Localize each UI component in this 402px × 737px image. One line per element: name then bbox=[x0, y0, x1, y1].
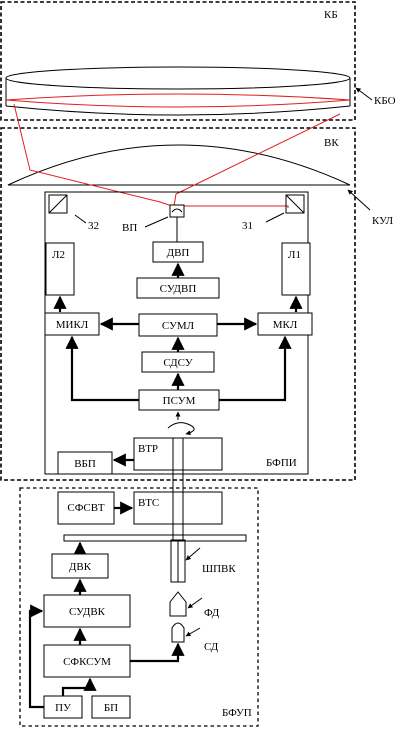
suml-block: СУМЛ bbox=[138, 313, 218, 337]
svg-text:МИКЛ: МИКЛ bbox=[56, 319, 89, 331]
base-plate bbox=[63, 534, 247, 542]
vbp-block: ВБП bbox=[57, 451, 113, 475]
svg-text:ДВП: ДВП bbox=[167, 247, 190, 259]
kb-region bbox=[0, 1, 356, 121]
svg-text:Л1: Л1 bbox=[288, 249, 301, 261]
sudvk-block: СУДВК bbox=[43, 594, 131, 628]
l2-block: Л2 bbox=[45, 242, 75, 296]
vp-mirror bbox=[169, 204, 185, 242]
laser-path-2 bbox=[173, 113, 341, 207]
kul-label: КУЛ bbox=[372, 215, 394, 227]
pu-block: ПУ bbox=[43, 695, 83, 719]
sudvp-block: СУДВП bbox=[136, 277, 220, 299]
vk-region bbox=[0, 127, 356, 481]
svg-text:Л2: Л2 bbox=[52, 249, 65, 261]
bfup-label: БФУП bbox=[222, 707, 252, 719]
svg-text:ВБП: ВБП bbox=[74, 458, 96, 470]
kul-pointer bbox=[347, 189, 371, 211]
sdsu-block: СДСУ bbox=[141, 351, 215, 373]
fd-label: ФД bbox=[204, 607, 220, 619]
dvp-block: ДВП bbox=[152, 241, 204, 263]
svg-text:БП: БП bbox=[104, 702, 118, 714]
svg-text:ДВК: ДВК bbox=[69, 561, 92, 573]
shaft bbox=[170, 437, 186, 583]
bp-block: БП bbox=[91, 695, 131, 719]
svg-text:ПУ: ПУ bbox=[55, 702, 71, 714]
sd-label: СД bbox=[204, 641, 219, 653]
svg-text:ВТС: ВТС bbox=[138, 497, 159, 509]
fd-sensor bbox=[169, 591, 187, 617]
l1-block: Л1 bbox=[281, 242, 311, 296]
vts-block: ВТС bbox=[133, 491, 223, 525]
dvk-block: ДВК bbox=[51, 553, 109, 579]
rotation-arrow bbox=[167, 422, 195, 436]
laser-path-1 bbox=[13, 103, 289, 208]
svg-text:СУМЛ: СУМЛ bbox=[162, 320, 195, 332]
mirror-31-label: 31 bbox=[242, 220, 253, 232]
mkl-block: МКЛ bbox=[257, 312, 313, 336]
mirror-31 bbox=[285, 194, 305, 214]
vtr-block: ВТР bbox=[133, 437, 223, 471]
kbo-pointer bbox=[355, 87, 373, 101]
vp-label: ВП bbox=[122, 222, 137, 234]
mikl-block: МИКЛ bbox=[44, 312, 100, 336]
mirror-32-label: 32 bbox=[88, 220, 99, 232]
bfup-region bbox=[19, 487, 259, 727]
svg-text:СФКСУМ: СФКСУМ bbox=[63, 656, 111, 668]
shpvk-label: ШПВК bbox=[202, 563, 236, 575]
kbo-label: КБО bbox=[374, 95, 396, 107]
svg-text:ПСУМ: ПСУМ bbox=[163, 395, 196, 407]
svg-text:СУДВК: СУДВК bbox=[69, 606, 106, 618]
sfksum-block: СФКСУМ bbox=[43, 644, 131, 678]
psum-block: ПСУМ bbox=[138, 389, 220, 411]
svg-text:СФСВТ: СФСВТ bbox=[67, 502, 105, 514]
vk-label: ВК bbox=[324, 137, 339, 149]
sd-emitter bbox=[171, 622, 185, 643]
kbo-cylinder bbox=[5, 66, 351, 116]
bfpi-label: БФПИ bbox=[266, 457, 297, 469]
svg-text:ВТР: ВТР bbox=[138, 443, 158, 455]
svg-text:СУДВП: СУДВП bbox=[160, 283, 197, 295]
svg-text:МКЛ: МКЛ bbox=[273, 319, 298, 331]
mirror-32 bbox=[48, 194, 68, 214]
kb-label: КБ bbox=[324, 9, 338, 21]
sfsvt-block: СФСВТ bbox=[57, 491, 115, 525]
kul-lens bbox=[7, 144, 351, 186]
svg-text:СДСУ: СДСУ bbox=[163, 357, 192, 369]
